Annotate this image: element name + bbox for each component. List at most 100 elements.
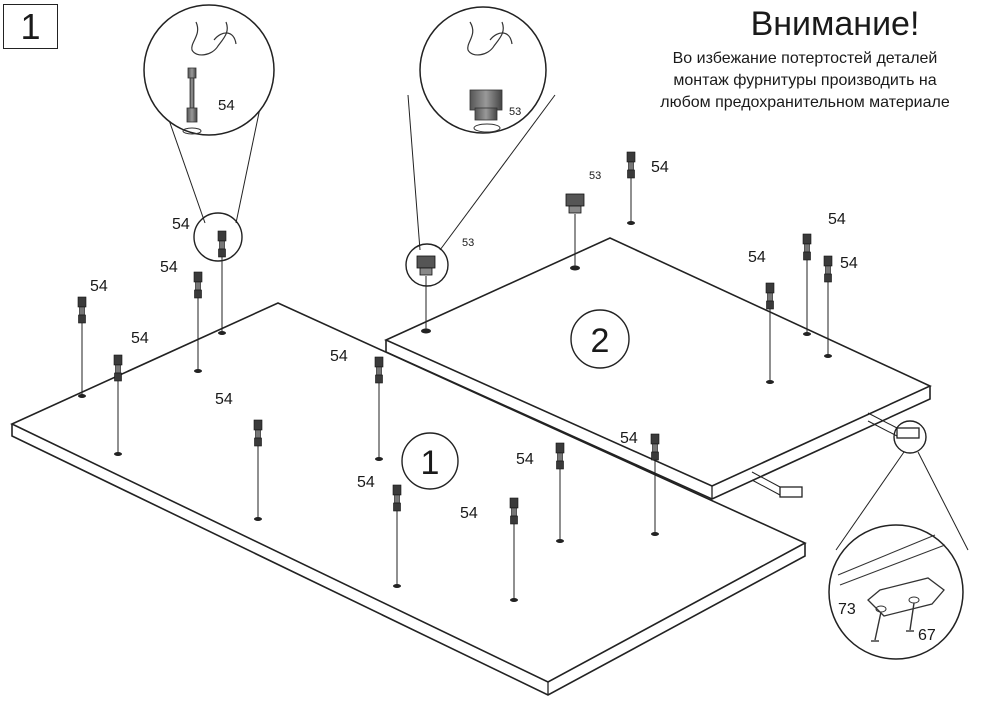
screw-label: 67 bbox=[918, 627, 936, 644]
warning-line-3: любом предохранительном материале bbox=[660, 94, 950, 111]
dowel-part-label: 54 bbox=[131, 330, 149, 347]
dowel-part bbox=[555, 442, 565, 454]
dowel-part-shank bbox=[79, 306, 85, 316]
screw-part-left bbox=[874, 611, 882, 641]
dowel-part bbox=[802, 233, 812, 245]
dowel-detail-label: 54 bbox=[218, 97, 235, 114]
dowel-part-label: 54 bbox=[516, 451, 534, 468]
dowel-part-tip bbox=[627, 169, 635, 179]
dowel-part-shank bbox=[652, 443, 658, 453]
dowel-hole bbox=[254, 517, 262, 521]
dowel-part-shank bbox=[767, 292, 773, 302]
dowel-hole bbox=[375, 457, 383, 461]
dowel-group bbox=[77, 151, 833, 602]
cam-part bbox=[416, 255, 436, 269]
cam-part-base bbox=[419, 267, 433, 276]
dowel-part-label: 54 bbox=[828, 211, 846, 228]
dowel-part-shank bbox=[511, 507, 517, 517]
dowel-part-shank bbox=[804, 243, 810, 253]
dowel-part-tip bbox=[375, 374, 383, 384]
dowel-part-label: 54 bbox=[90, 278, 108, 295]
panel-2-marker bbox=[570, 309, 630, 369]
dowel-hole bbox=[114, 452, 122, 456]
bracket-detail-callout: 73 67 bbox=[828, 420, 969, 660]
dowel-part bbox=[765, 282, 775, 294]
dowel-part-shank bbox=[219, 240, 225, 250]
dowel-part-shank bbox=[628, 161, 634, 171]
dowel-part-tip bbox=[824, 273, 832, 283]
dowel-part-tip bbox=[651, 451, 659, 461]
dowel-part-tip bbox=[556, 460, 564, 470]
dowel-part-shank bbox=[557, 452, 563, 462]
warning-text: Во избежание потертостей деталей монтаж … bbox=[610, 48, 1000, 114]
dowel-hole bbox=[651, 532, 659, 536]
dowel-part-tip bbox=[218, 248, 226, 258]
dowel-hole bbox=[803, 332, 811, 336]
dowel-part-label: 54 bbox=[651, 159, 669, 176]
dowel-hole bbox=[824, 354, 832, 358]
cam-part bbox=[565, 193, 585, 207]
finger-icon-2 bbox=[467, 21, 504, 56]
dowel-part-label: 54 bbox=[215, 391, 233, 408]
panel-2: 2 bbox=[384, 237, 932, 500]
dowel-hole bbox=[556, 539, 564, 543]
cam-part-base bbox=[568, 205, 582, 214]
dowel-hole bbox=[218, 331, 226, 335]
warning-line-2: монтаж фурнитуры производить на bbox=[673, 72, 937, 89]
dowel-part-label: 54 bbox=[330, 348, 348, 365]
dowel-part bbox=[113, 354, 123, 366]
dowel-part-tip bbox=[803, 251, 811, 261]
dowel-part-label: 54 bbox=[357, 474, 375, 491]
panel-2-label: 2 bbox=[591, 322, 610, 360]
screw-part-right bbox=[909, 602, 915, 631]
dowel-hole bbox=[194, 369, 202, 373]
dowel-part bbox=[253, 419, 263, 431]
dowel-part bbox=[509, 497, 519, 509]
dowel-part bbox=[193, 271, 203, 283]
finger-icon bbox=[191, 21, 228, 56]
dowel-detail-callout: 54 bbox=[143, 4, 275, 262]
cam-detail-label: 53 bbox=[509, 106, 521, 118]
dowel-part-tip bbox=[393, 502, 401, 512]
warning-title: Внимание! bbox=[750, 5, 920, 43]
dowel-part-tip bbox=[254, 437, 262, 447]
dowel-part-label: 54 bbox=[748, 249, 766, 266]
dowel-part bbox=[392, 484, 402, 496]
dowel-part bbox=[626, 151, 636, 163]
dowel-part bbox=[823, 255, 833, 267]
dowel-hole bbox=[510, 598, 518, 602]
edge-connectors bbox=[751, 412, 920, 498]
dowel-part-tip bbox=[766, 300, 774, 310]
dowel-hole bbox=[627, 221, 635, 225]
cam-detail-part bbox=[469, 89, 503, 111]
bracket-label: 73 bbox=[838, 601, 856, 618]
dowel-part-tip bbox=[78, 314, 86, 324]
dowel-part bbox=[217, 230, 227, 242]
dowel-part-label: 54 bbox=[172, 216, 190, 233]
step-number-box: 1 bbox=[3, 4, 58, 49]
dowel-hole bbox=[766, 380, 774, 384]
panel-1: 1 bbox=[10, 302, 807, 696]
cam-hole bbox=[421, 328, 431, 334]
step-number: 1 bbox=[20, 6, 41, 47]
dowel-part-shank bbox=[255, 429, 261, 439]
cam-group bbox=[416, 193, 585, 334]
dowel-part-label: 54 bbox=[460, 505, 478, 522]
dowel-hole bbox=[78, 394, 86, 398]
dowel-part-label: 54 bbox=[840, 255, 858, 272]
dowel-part-shank bbox=[376, 366, 382, 376]
dowel-hole bbox=[393, 584, 401, 588]
warning-line-1: Во избежание потертостей деталей bbox=[672, 50, 938, 67]
panel-1-marker bbox=[401, 432, 459, 490]
dowel-part bbox=[77, 296, 87, 308]
cam-detail-callout: 53 bbox=[405, 6, 556, 287]
cam-part-label: 53 bbox=[462, 237, 474, 249]
dowel-part bbox=[374, 356, 384, 368]
dowel-part-tip bbox=[114, 372, 122, 382]
dowel-part-label: 54 bbox=[620, 430, 638, 447]
dowel-part-tip bbox=[194, 289, 202, 299]
dowel-part bbox=[650, 433, 660, 445]
bracket-part bbox=[867, 577, 945, 617]
